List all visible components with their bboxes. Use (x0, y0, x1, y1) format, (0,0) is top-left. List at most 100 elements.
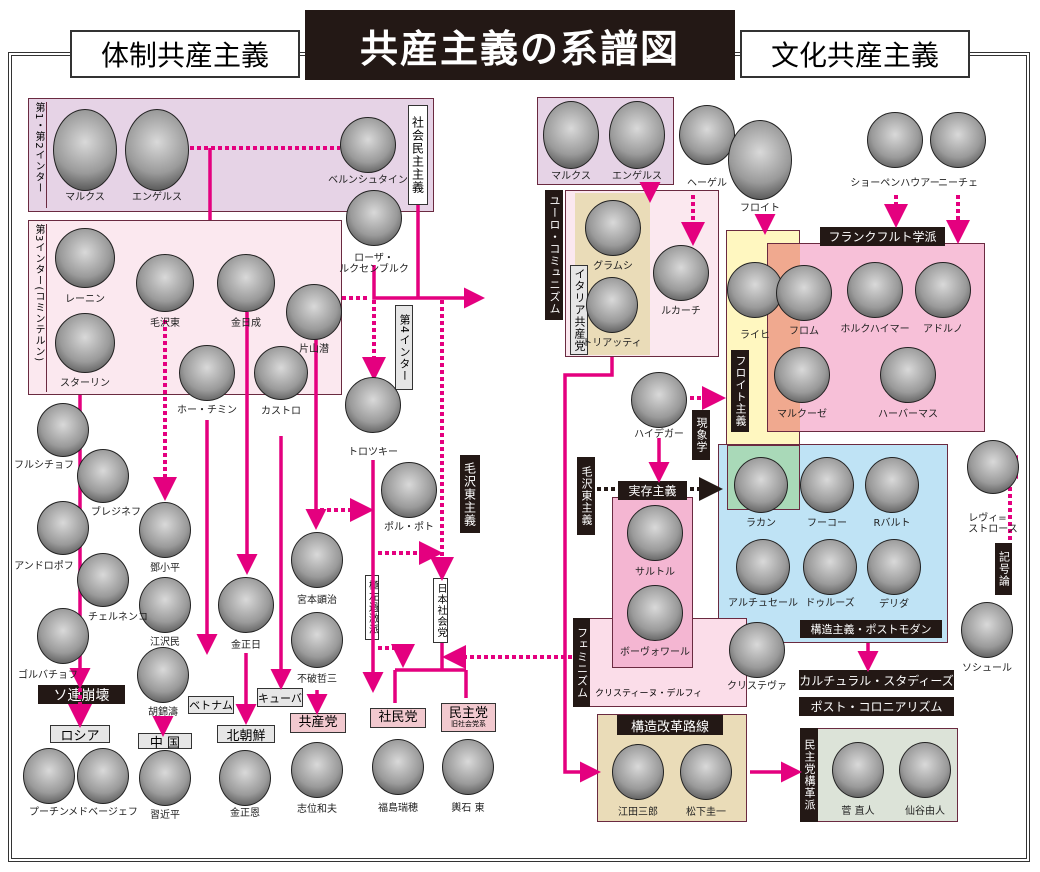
person-name-engels-r: エンゲルス (612, 171, 662, 182)
person-name-reich: ライヒ (740, 330, 770, 341)
portrait-barthes (865, 457, 919, 513)
portrait-engels-r (609, 101, 665, 169)
portrait-kim-jong-un (219, 750, 271, 806)
portrait-ho (179, 345, 235, 401)
person-name-shii: 志位和夫 (297, 804, 337, 815)
portrait-althusser (736, 539, 790, 595)
structural-reform-label: 構造改革路線 (617, 715, 723, 735)
portrait-rosa (346, 190, 402, 246)
dpj-label: 民主党旧社会党系 (441, 703, 496, 732)
person-name-medvedev: メドベージェフ (68, 807, 138, 818)
person-name-jiang: 江沢民 (150, 637, 180, 648)
portrait-marx-r (543, 101, 599, 169)
italian-cp-label: イタリア共産党 (570, 265, 588, 355)
person-name-kim-jong-un: 金正恩 (230, 808, 260, 819)
portrait-mao (136, 254, 194, 312)
semiotics-label: 記号論 (995, 543, 1012, 595)
person-name-mao: 毛沢東 (150, 318, 180, 329)
person-name-xi: 習近平 (150, 810, 180, 821)
person-name-althusser: アルチュセール (728, 598, 798, 609)
person-name-miyamoto: 宮本顕治 (297, 595, 337, 606)
person-name-ho: ホー・チミン (177, 405, 237, 416)
portrait-saussure (961, 602, 1013, 658)
portrait-marcuse (774, 347, 830, 403)
portrait-fukushima (372, 739, 424, 795)
person-name-hegel: ヘーゲル (687, 178, 727, 189)
person-name-deng: 鄧小平 (150, 563, 180, 574)
person-name-foucault: フーコー (807, 518, 847, 529)
person-name-engels-l: エンゲルス (132, 192, 182, 203)
portrait-habermas (880, 347, 936, 403)
portrait-kim-il-sung (217, 254, 275, 312)
person-name-kan: 菅 直人 (841, 806, 875, 817)
portrait-katayama (286, 284, 342, 340)
portrait-derrida (867, 539, 921, 595)
person-name-sengoku: 仙谷由人 (905, 806, 945, 817)
portrait-heidegger (631, 372, 687, 428)
person-name-gramsci: グラムシ (593, 261, 633, 272)
portrait-lukacs (653, 245, 709, 301)
portrait-medvedev (77, 748, 129, 804)
structuralism-label: 構造主義・ポストモダン (800, 620, 942, 638)
portrait-stalin (55, 313, 115, 373)
person-name-andropov: アンドロポフ (14, 561, 74, 572)
maoism-right-label: 毛沢東主義 (577, 457, 595, 535)
china-label: 中 国 (138, 733, 192, 751)
person-name-freud: フロイト (740, 203, 780, 214)
person-name-matsushita: 松下圭一 (686, 807, 726, 818)
person-name-marx-r: マルクス (551, 171, 591, 182)
postcolonialism-label: ポスト・コロニアリズム (799, 697, 954, 716)
delphy-name: クリスティーヌ・デルフィ (595, 689, 703, 699)
portrait-lenin (55, 228, 115, 288)
portrait-eda (612, 744, 664, 800)
portrait-putin (23, 748, 75, 804)
person-name-eda: 江田三郎 (618, 807, 658, 818)
portrait-beauvoir (627, 585, 683, 641)
person-name-sartre: サルトル (635, 567, 675, 578)
intl12-label: 第1・第2インター (30, 102, 47, 208)
person-name-fuwa: 不破哲三 (297, 674, 337, 685)
person-name-lacan: ラカン (746, 518, 776, 529)
person-name-hu: 胡錦濤 (148, 707, 178, 718)
intl3-label: 第3インター(コミンテルン) (30, 224, 47, 392)
portrait-khrushchev (37, 403, 89, 457)
person-name-marx-l: マルクス (65, 192, 105, 203)
person-name-adorno: アドルノ (923, 324, 963, 335)
left-header: 体制共産主義 (70, 30, 300, 78)
person-name-brezhnev: ブレジネフ (91, 507, 141, 518)
person-name-saussure: ソシュール (962, 663, 1012, 674)
portrait-kristeva (729, 622, 785, 678)
portrait-shii (291, 742, 343, 798)
portrait-brezhnev (77, 449, 129, 503)
feminism-label: フェミニズム (573, 618, 590, 707)
person-name-putin: プーチン (29, 807, 69, 818)
portrait-kim-jong-il (218, 577, 274, 633)
phenomenology-label: 現象学 (692, 410, 710, 460)
portrait-engels-l (125, 109, 189, 191)
person-name-lukacs: ルカーチ (661, 306, 701, 317)
portrait-gramsci (585, 200, 641, 256)
frankfurt-label: フランクフルト学派 (820, 227, 945, 246)
portrait-lacan (734, 457, 788, 513)
jsp-label: 日本社会党 (433, 578, 448, 643)
portrait-fuwa (291, 612, 343, 668)
portrait-gorbachev (37, 608, 89, 664)
person-name-castro: カストロ (261, 406, 301, 417)
person-name-habermas: ハーバーマス (878, 409, 938, 420)
portrait-marx-l (53, 109, 117, 191)
cuba-label: キューバ (257, 688, 303, 707)
person-name-kim-il-sung: 金日成 (231, 318, 261, 329)
person-name-pol-pot: ポル・ポト (384, 522, 434, 533)
portrait-kan (832, 742, 884, 798)
dpj-reform-label: 民主党構革派 (800, 728, 818, 822)
portrait-deng (139, 502, 191, 558)
portrait-andropov (37, 501, 89, 555)
north-korea-label: 北朝鮮 (217, 725, 275, 744)
person-name-derrida: デリダ (879, 599, 909, 610)
portrait-fromm (776, 265, 832, 321)
right-header: 文化共産主義 (740, 30, 970, 78)
person-name-barthes: Rバルト (873, 518, 911, 529)
person-name-togliatti: トリアッティ (582, 338, 642, 349)
portrait-hu (137, 647, 189, 703)
